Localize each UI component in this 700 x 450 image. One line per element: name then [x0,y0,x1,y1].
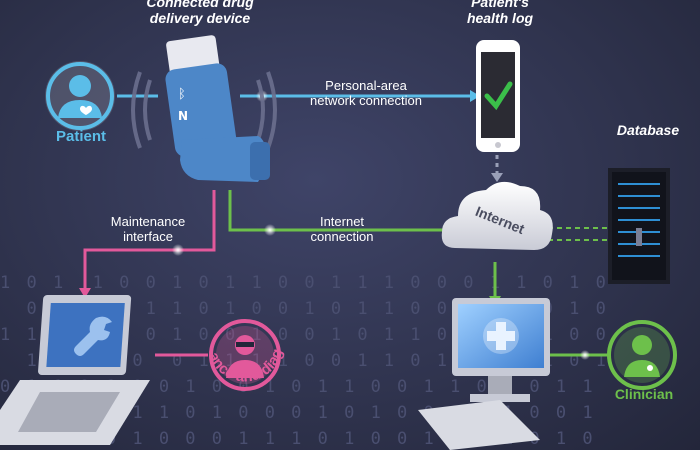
checkmark-icon [484,81,513,111]
maintenance-icon [209,319,281,391]
internet-connection-line [228,190,448,232]
wrench-icon [74,316,112,356]
database-title: Database [616,122,680,138]
laptop-icon [0,295,150,445]
server-icon [608,168,670,284]
clinician-monitor [418,298,550,450]
cross-icon [487,322,515,350]
pan-connection-label: Personal-area network connection [309,78,422,108]
patient-icon [45,61,115,131]
health-log-title: Patient's health log [466,0,534,26]
patient-label: Patient [55,128,106,145]
internet-cloud [441,181,553,250]
clinician-icon [607,320,677,390]
maintenance-arrowhead [79,288,91,298]
maintenance-interface-label: Maintenance interface [110,214,186,244]
maintenance-interface-line [83,190,216,290]
inhaler-device: ᛒ N [165,35,270,182]
internet-connection-label: Internet connection [310,214,374,244]
clinician-label: Clinician [614,386,674,402]
bluetooth-icon: ᛒ [178,87,186,102]
maintenance-label: Maintenance and diagnostics [0,0,286,386]
nfc-icon: N [178,109,188,123]
log-cloud-arrowhead [491,173,503,182]
wireless-waves [131,71,277,149]
health-log-phone [476,40,520,152]
pan-arrowhead [470,90,480,102]
device-title: Connected drug delivery device [146,0,254,26]
